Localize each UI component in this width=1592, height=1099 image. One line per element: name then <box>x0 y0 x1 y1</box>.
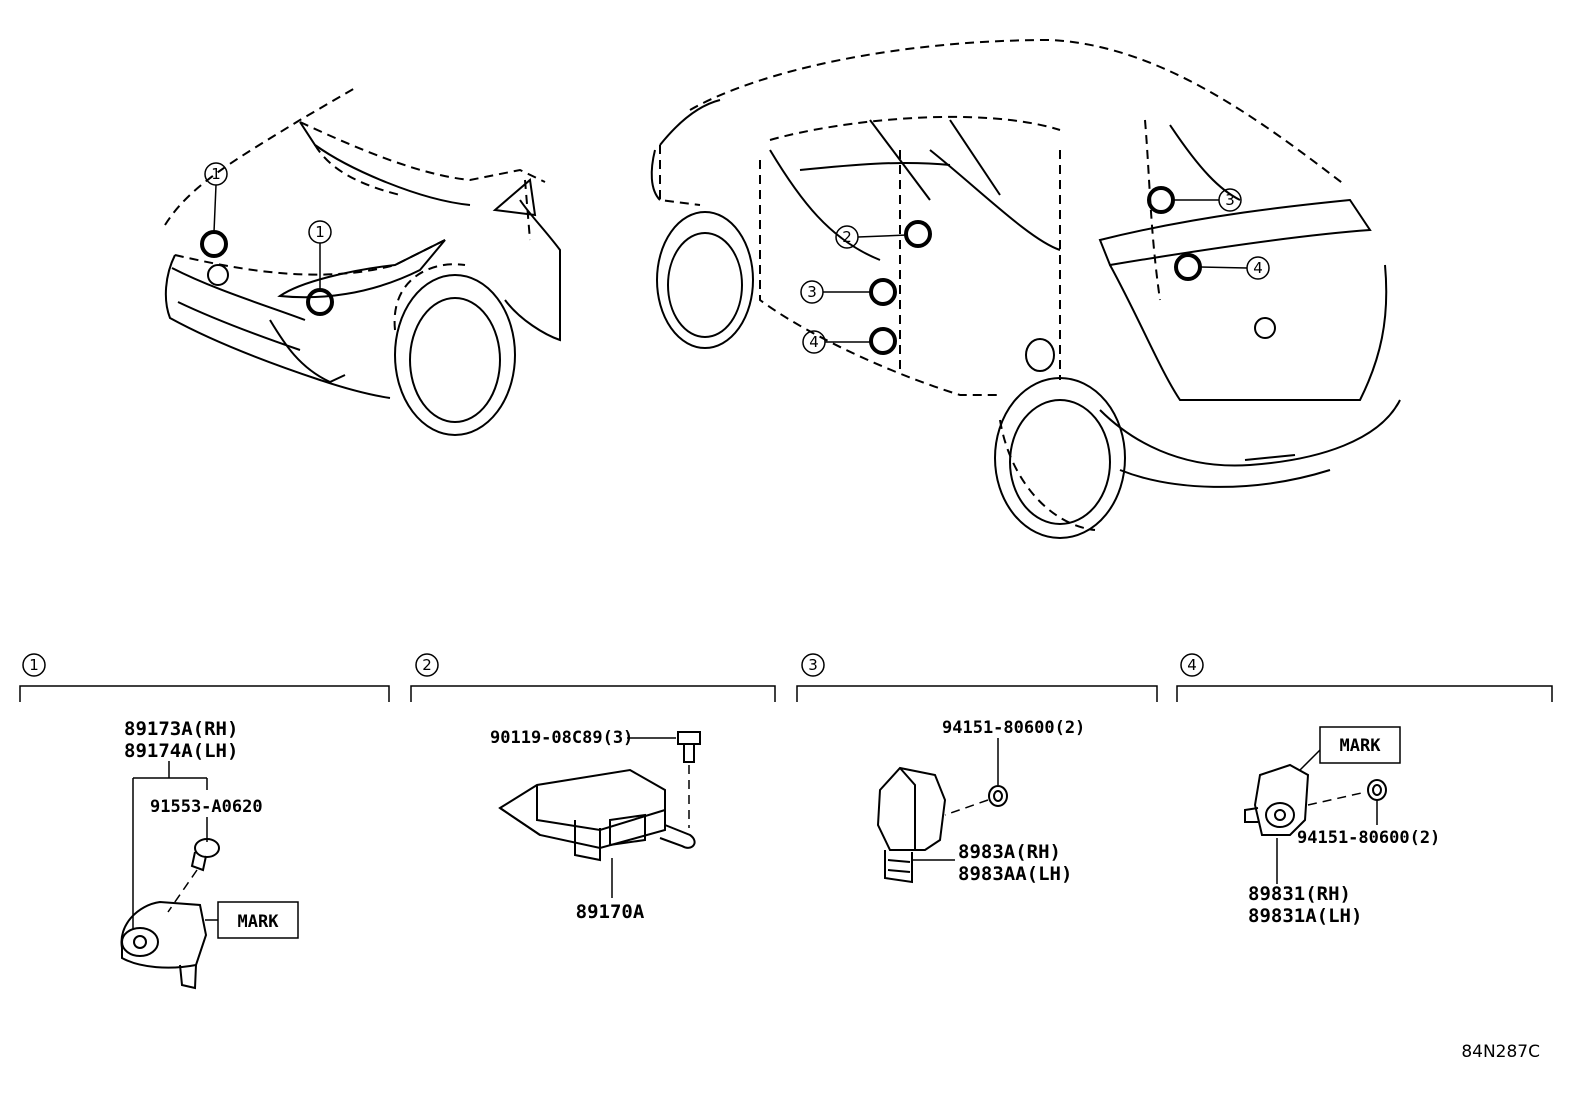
svg-text:1: 1 <box>315 223 325 241</box>
callout-4-rear-door: 4 <box>802 327 897 355</box>
airbag-ecu-icon <box>498 768 696 862</box>
clip-nut-icon <box>1367 779 1387 801</box>
bolt-icon <box>190 838 220 872</box>
sensor-location-marker <box>1174 253 1202 281</box>
svg-text:3: 3 <box>1225 191 1235 209</box>
svg-text:2: 2 <box>842 228 852 246</box>
callout-2-rear: 2 <box>835 220 932 249</box>
mark-label: MARK <box>238 912 280 932</box>
impact-sensor-rear-icon <box>1244 763 1310 836</box>
callout-1-front-lower: 1 <box>306 220 334 316</box>
svg-text:4: 4 <box>1253 259 1263 277</box>
sensor-location-marker <box>869 327 897 355</box>
section-bracket <box>796 685 1158 702</box>
clip-nut-icon <box>988 785 1008 807</box>
part-number-8983aa: 8983AA(LH) <box>958 863 1072 885</box>
rear-car-illustration <box>650 38 1401 539</box>
section-bracket <box>410 685 776 702</box>
mark-label-box <box>1319 726 1401 764</box>
svg-text:2: 2 <box>422 656 432 674</box>
section-1: 1 89173A(RH) 89174A(LH) 91553-A0620 MARK <box>19 653 390 990</box>
svg-text:4: 4 <box>1187 656 1197 674</box>
svg-text:1: 1 <box>211 165 221 183</box>
impact-sensor-front-icon <box>120 900 208 990</box>
part-number-91553: 91553-A0620 <box>150 797 263 817</box>
svg-text:3: 3 <box>807 283 817 301</box>
part-number-89170a: 89170A <box>576 901 645 923</box>
callout-4-rear-hatch: 4 <box>1174 253 1270 281</box>
diagram-reference-code: 84N287C <box>1461 1042 1540 1062</box>
front-car-illustration <box>164 87 561 436</box>
callout-3-rear-door: 3 <box>800 278 897 306</box>
sensor-location-marker <box>904 220 932 248</box>
sensor-location-marker <box>869 278 897 306</box>
part-number-89831a: 89831A(LH) <box>1248 905 1362 927</box>
part-number-89174a: 89174A(LH) <box>124 740 238 762</box>
sensor-location-marker <box>200 230 228 258</box>
mark-label: MARK <box>1340 736 1382 756</box>
svg-text:3: 3 <box>808 656 818 674</box>
part-number-89173a: 89173A(RH) <box>124 718 238 740</box>
callout-1-front-upper: 1 <box>200 162 228 258</box>
bolt-icon <box>677 731 701 763</box>
part-number-94151-s3: 94151-80600(2) <box>942 718 1085 738</box>
svg-text:1: 1 <box>29 656 39 674</box>
section-bracket <box>19 685 390 702</box>
part-number-89831: 89831(RH) <box>1248 883 1351 905</box>
section-bracket <box>1176 685 1553 702</box>
svg-text:4: 4 <box>809 333 819 351</box>
part-number-8983a: 8983A(RH) <box>958 841 1061 863</box>
callout-3-rear-pillar: 3 <box>1147 186 1242 214</box>
part-number-94151-s4: 94151-80600(2) <box>1297 828 1440 848</box>
sensor-location-marker <box>1147 186 1175 214</box>
part-number-90119: 90119-08C89(3) <box>490 728 633 748</box>
impact-sensor-side-icon <box>876 766 947 884</box>
section-3: 3 94151-80600(2) 8983A(RH) 8983AA(LH) <box>796 653 1158 885</box>
section-4: 4 MARK 94151-80600(2) 89831(RH) 89831A(L… <box>1176 653 1553 927</box>
mark-label-box <box>217 901 299 939</box>
section-2: 2 90119-08C89(3) 89170A <box>410 653 776 923</box>
sensor-location-marker <box>306 288 334 316</box>
